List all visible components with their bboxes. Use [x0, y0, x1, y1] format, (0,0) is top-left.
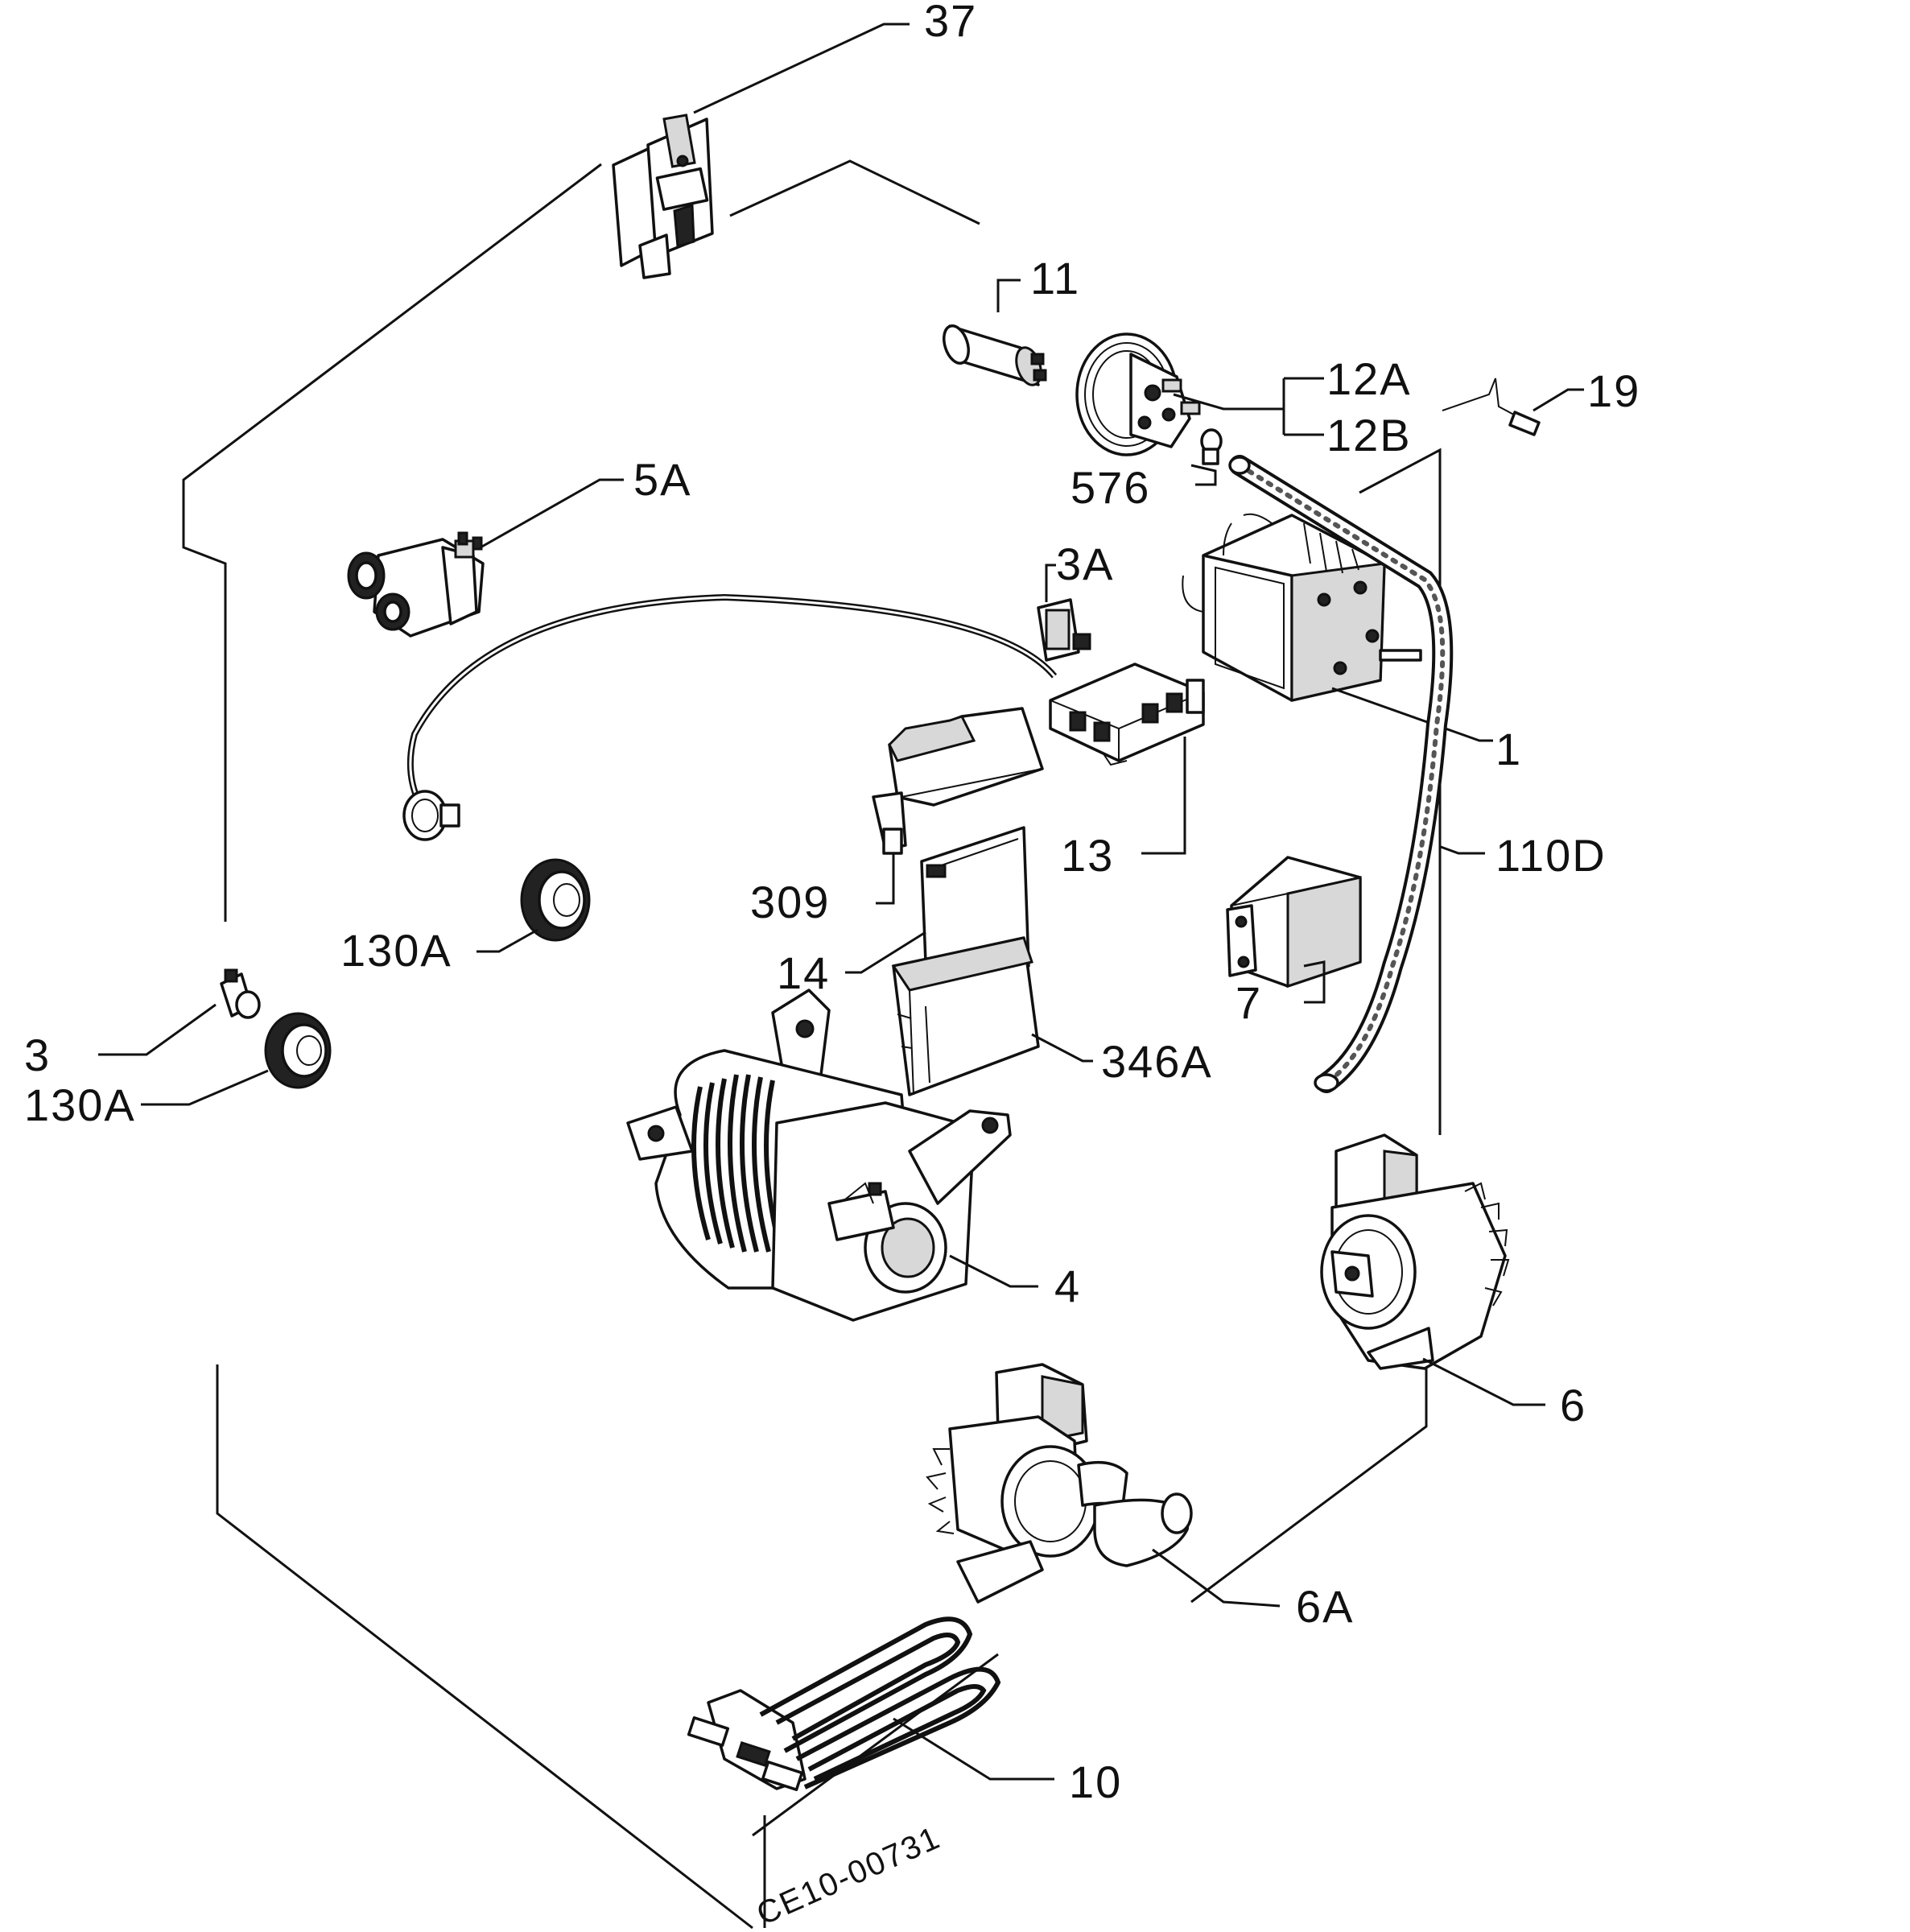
- pressure-switch-part: [1075, 332, 1201, 456]
- label-4: 4: [1054, 1261, 1081, 1311]
- label-110d: 110D: [1495, 830, 1607, 881]
- suppressor-part: [1226, 856, 1362, 989]
- grommet-upper-part: [520, 858, 591, 942]
- heating-element-part: [687, 1616, 1001, 1792]
- label-12a: 12A: [1326, 353, 1412, 404]
- label-130a-lower: 130A: [24, 1080, 136, 1130]
- label-14: 14: [777, 947, 830, 998]
- label-6: 6: [1560, 1380, 1586, 1430]
- switch-block-part: [1049, 663, 1205, 766]
- water-valve-part: [347, 531, 485, 638]
- label-1: 1: [1495, 724, 1522, 774]
- grommet-end: [402, 790, 460, 841]
- timer-part: [1182, 513, 1422, 702]
- sensor-3-part: [220, 968, 261, 1019]
- label-6a: 6A: [1296, 1581, 1355, 1632]
- label-3a: 3A: [1056, 539, 1115, 589]
- drain-pump-part: [1320, 1133, 1510, 1370]
- cabinet-outline: [182, 159, 1442, 1930]
- sensor-3a-part: [1037, 598, 1091, 662]
- label-130a-upper: 130A: [340, 925, 452, 976]
- label-13: 13: [1061, 830, 1114, 881]
- wire-harness: [406, 593, 1058, 807]
- label-10: 10: [1069, 1757, 1122, 1807]
- pressure-switch-nipple: [1200, 428, 1223, 465]
- motor-part: [626, 989, 1012, 1322]
- reference-code: CE10-00731: [752, 1820, 946, 1932]
- door-lock-part: [612, 114, 714, 279]
- label-309: 309: [750, 877, 830, 927]
- label-346a: 346A: [1101, 1036, 1213, 1087]
- hose-part: [1228, 455, 1454, 1093]
- circulation-pump-part: [926, 1363, 1193, 1604]
- label-12b: 12B: [1326, 410, 1412, 460]
- label-5a: 5A: [633, 454, 692, 505]
- grommet-lower-part: [264, 1012, 332, 1089]
- label-576: 576: [1071, 462, 1150, 513]
- label-37: 37: [924, 0, 977, 46]
- label-3: 3: [24, 1030, 51, 1080]
- capacitor-part: [943, 324, 1047, 386]
- label-7: 7: [1236, 977, 1262, 1028]
- clip-part: [1442, 378, 1541, 436]
- label-19: 19: [1587, 365, 1640, 416]
- dispenser-box-part: [891, 936, 1040, 1096]
- label-11: 11: [1030, 253, 1080, 303]
- dispenser-lid-part: [872, 707, 1044, 855]
